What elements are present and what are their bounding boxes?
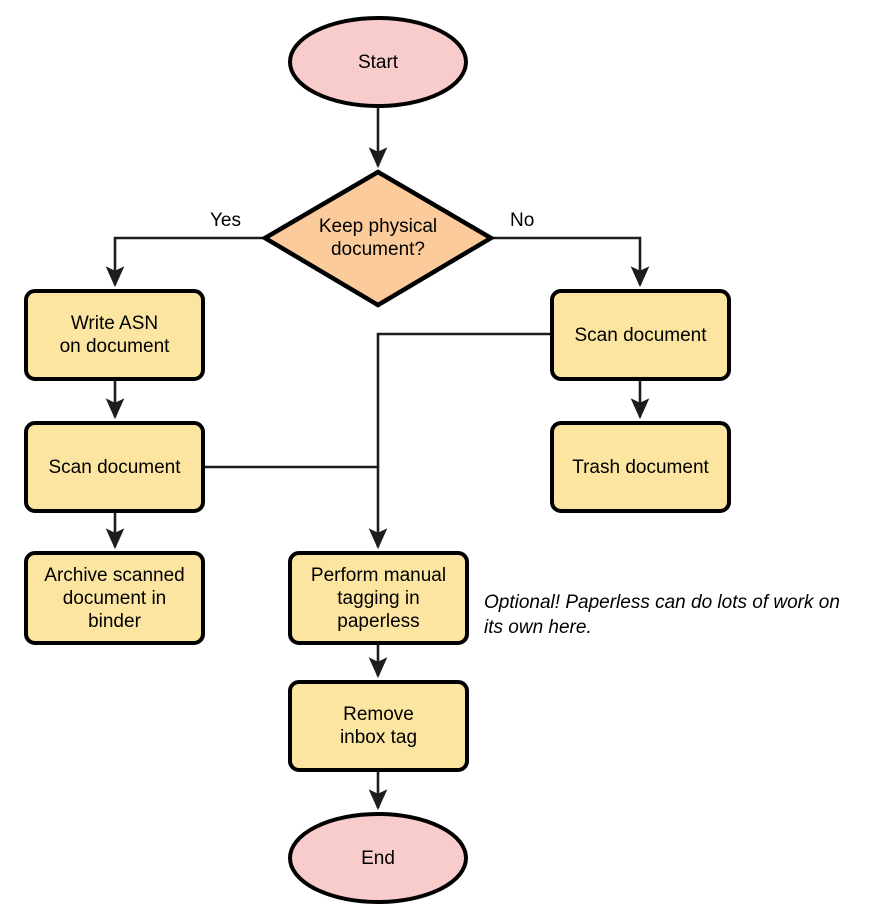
node-shape-perform-manual-tagging-in-paperless[interactable] (288, 551, 469, 645)
node-shape-remove-inbox-tag[interactable] (288, 680, 469, 772)
node-shape-end[interactable] (288, 812, 468, 904)
node-shape-write-asn-on-document[interactable] (24, 289, 205, 381)
node-shape-trash-document[interactable] (550, 421, 731, 513)
connector-layer (105, 106, 650, 811)
edge-label-no: No (510, 210, 535, 231)
edge-label-yes: Yes (210, 210, 241, 231)
edge-scan-right-to-manual-tagging (368, 332, 552, 550)
node-shape-start[interactable] (288, 16, 468, 108)
node-shape-keep-physical-document[interactable] (260, 169, 496, 308)
edge-decision-no-to-scan-right (491, 236, 650, 288)
optional-note-text: Optional! Paperless can do lots of work … (484, 592, 840, 638)
node-shape-layer (24, 16, 731, 904)
node-shape-scan-document-right[interactable] (550, 289, 731, 381)
node-shape-scan-document-left[interactable] (24, 421, 205, 513)
node-shape-archive-scanned-document-in-binder[interactable] (24, 551, 205, 645)
edge-decision-yes-to-write-asn (105, 236, 265, 288)
